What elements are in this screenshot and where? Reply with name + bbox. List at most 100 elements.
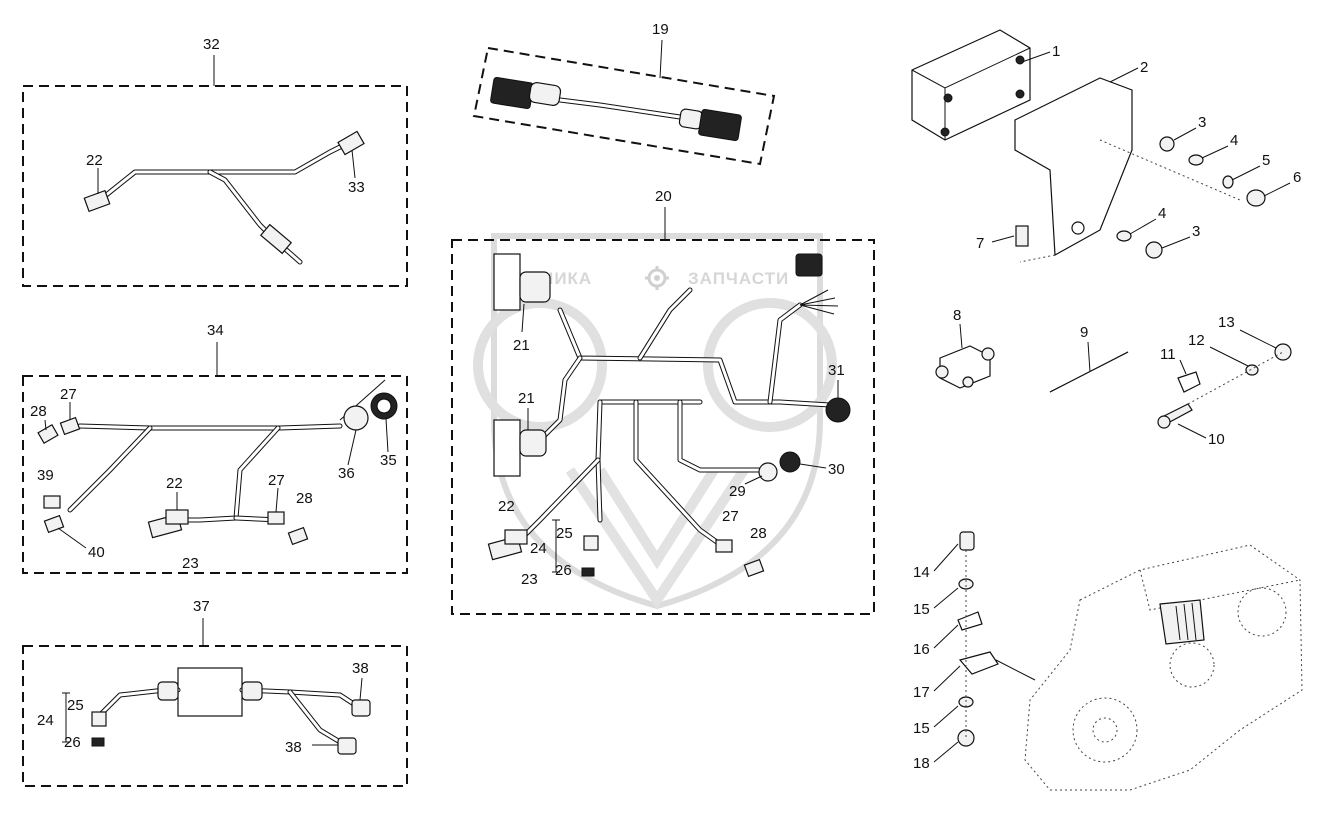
- group-box-37: [22, 645, 408, 787]
- label-28b: 28: [296, 490, 313, 507]
- gearbox-assembly: 14 15 16 17 15 18: [913, 531, 1303, 791]
- bolt-7: [1015, 225, 1029, 247]
- connector-19-left: [490, 76, 534, 110]
- label-39: 39: [37, 467, 54, 484]
- plug-38b: [337, 737, 357, 755]
- connector-39: [43, 495, 61, 509]
- connector-27c: [715, 539, 733, 553]
- washer-15a: [958, 578, 974, 590]
- nut-18: [957, 729, 975, 747]
- screw-14: [959, 531, 975, 551]
- group-label-37: 37: [193, 598, 210, 615]
- connector-22c: [504, 529, 528, 545]
- small-parts-8-13: 8 9 11 12 13 10: [935, 307, 1292, 448]
- control-box: [911, 29, 1031, 141]
- control-box-assembly: 1 2 3 4 5 6 4 3 7: [911, 29, 1301, 263]
- connector-28b: [287, 526, 309, 546]
- label-36: 36: [338, 465, 355, 482]
- label-4b: 4: [1158, 205, 1166, 222]
- label-5: 5: [1262, 152, 1270, 169]
- label-21a: 21: [513, 337, 530, 354]
- connector-22: [83, 189, 111, 213]
- connector-28c: [743, 558, 765, 578]
- label-24: 24: [37, 712, 54, 729]
- plug-38a: [351, 699, 371, 717]
- group-box-19: [472, 46, 776, 166]
- label-18: 18: [913, 755, 930, 772]
- label-27: 27: [722, 508, 739, 525]
- label-35: 35: [380, 452, 397, 469]
- connector-21a: [493, 253, 521, 311]
- label-23: 23: [182, 555, 199, 572]
- label-26: 26: [64, 734, 81, 751]
- label-13: 13: [1218, 314, 1235, 331]
- label-8: 8: [953, 307, 961, 324]
- washer-4b: [1116, 230, 1132, 242]
- group-box-20: [451, 239, 875, 615]
- nut-13: [1274, 343, 1292, 361]
- label-1: 1: [1052, 43, 1060, 60]
- group-box-34: [22, 375, 408, 574]
- label-9: 9: [1080, 324, 1088, 341]
- harness-group-37: 37 38 38 24 25 26: [22, 598, 408, 787]
- connector-19-right: [698, 108, 742, 142]
- label-7: 7: [976, 235, 984, 252]
- pad-26b: [581, 567, 595, 577]
- harness-group-19: 19: [472, 21, 776, 166]
- connector-27b: [267, 511, 285, 525]
- label-40: 40: [88, 544, 105, 561]
- label-3a: 3: [1198, 114, 1206, 131]
- label-38a: 38: [352, 660, 369, 677]
- label-38b: 38: [285, 739, 302, 756]
- label-22: 22: [498, 498, 515, 515]
- label-29: 29: [729, 483, 746, 500]
- group-label-32: 32: [203, 36, 220, 53]
- pad-26: [91, 737, 105, 747]
- label-25: 25: [556, 525, 573, 542]
- group-label-34: 34: [207, 322, 224, 339]
- label-6: 6: [1293, 169, 1301, 186]
- label-15a: 15: [913, 601, 930, 618]
- shaft-stub: [1159, 599, 1205, 645]
- connector-29: [758, 462, 778, 482]
- clamp-25b: [583, 535, 599, 551]
- gear-icon: [645, 266, 669, 290]
- label-10: 10: [1208, 431, 1225, 448]
- connector-21b: [493, 419, 521, 477]
- harness-group-34: 34 27 28 39 40 22 23 27 28 36 35: [22, 322, 408, 574]
- label-22: 22: [166, 475, 183, 492]
- washer-5: [1222, 175, 1234, 189]
- cap-6: [1246, 189, 1266, 207]
- label-27a: 27: [60, 386, 77, 403]
- clip-16: [957, 611, 983, 631]
- label-30: 30: [828, 461, 845, 478]
- cap-30: [779, 451, 801, 473]
- label-2: 2: [1140, 59, 1148, 76]
- label-14: 14: [913, 564, 930, 581]
- label-27b: 27: [268, 472, 285, 489]
- label-22: 22: [86, 152, 103, 169]
- connector-36: [343, 405, 369, 431]
- clip-17: [958, 651, 999, 675]
- group-box-32: [22, 85, 408, 287]
- label-16: 16: [913, 641, 930, 658]
- label-12: 12: [1188, 332, 1205, 349]
- label-24: 24: [530, 540, 547, 557]
- nut-3b: [1145, 241, 1163, 259]
- label-26: 26: [555, 562, 572, 579]
- group-label-20: 20: [655, 188, 672, 205]
- connector-top-right: [795, 253, 823, 277]
- connector-28: [37, 423, 59, 445]
- module-box: [177, 667, 243, 717]
- harness-group-32: 32 22 33: [22, 36, 408, 287]
- group-label-19: 19: [652, 21, 669, 38]
- connector-31: [825, 397, 851, 423]
- label-33: 33: [348, 179, 365, 196]
- clamp-25: [91, 711, 107, 727]
- nut-3a: [1159, 136, 1175, 152]
- washer-4a: [1188, 154, 1204, 166]
- label-17: 17: [913, 684, 930, 701]
- harness-group-20: 20 21 2: [451, 188, 875, 615]
- label-11: 11: [1160, 346, 1176, 363]
